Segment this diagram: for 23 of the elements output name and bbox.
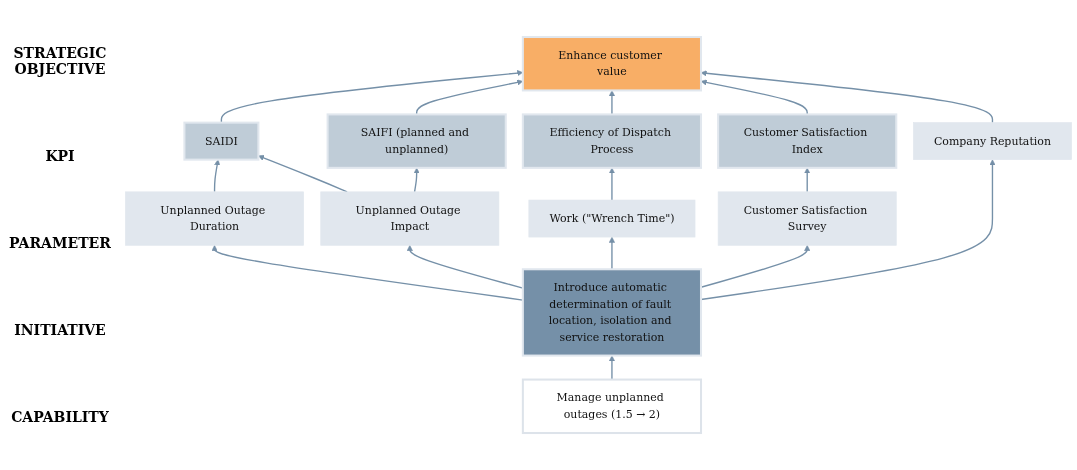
node-box: SAIDI: [183, 121, 260, 161]
arrow: [608, 236, 615, 270]
node-box: Efficiency of Dispatch Process: [521, 113, 703, 169]
row-label: INITIATIVE: [13, 321, 107, 338]
node-box: Work ("Wrench Time"): [528, 199, 696, 238]
row-label: PARAMETER: [8, 235, 112, 251]
node-box: Company Reputation: [913, 122, 1072, 160]
row-label: CAPABILITY: [10, 408, 110, 425]
node-box: Introduce automatic determination of fault location, isolation and service restoration: [521, 268, 703, 357]
row-label: STRATEGIC OBJECTIVE: [12, 45, 108, 78]
arrow: [213, 159, 221, 193]
arrow: [413, 167, 420, 193]
arrow: [608, 167, 615, 201]
node-box: SAIFI (planned and unplanned): [326, 113, 507, 169]
arrow: [804, 167, 811, 193]
row-label: KPI: [44, 148, 76, 165]
node-box: Unplanned Outage Duration: [125, 191, 304, 246]
node-box: Enhance customer value: [521, 35, 703, 92]
node-box: Customer Satisfaction Survey: [717, 191, 897, 246]
node-box: Manage unplanned outages (1.5 → 2): [521, 378, 703, 435]
node-box: Unplanned Outage Impact: [320, 191, 500, 246]
node-box: Customer Satisfaction Index: [717, 113, 898, 169]
arrow: [258, 155, 348, 193]
